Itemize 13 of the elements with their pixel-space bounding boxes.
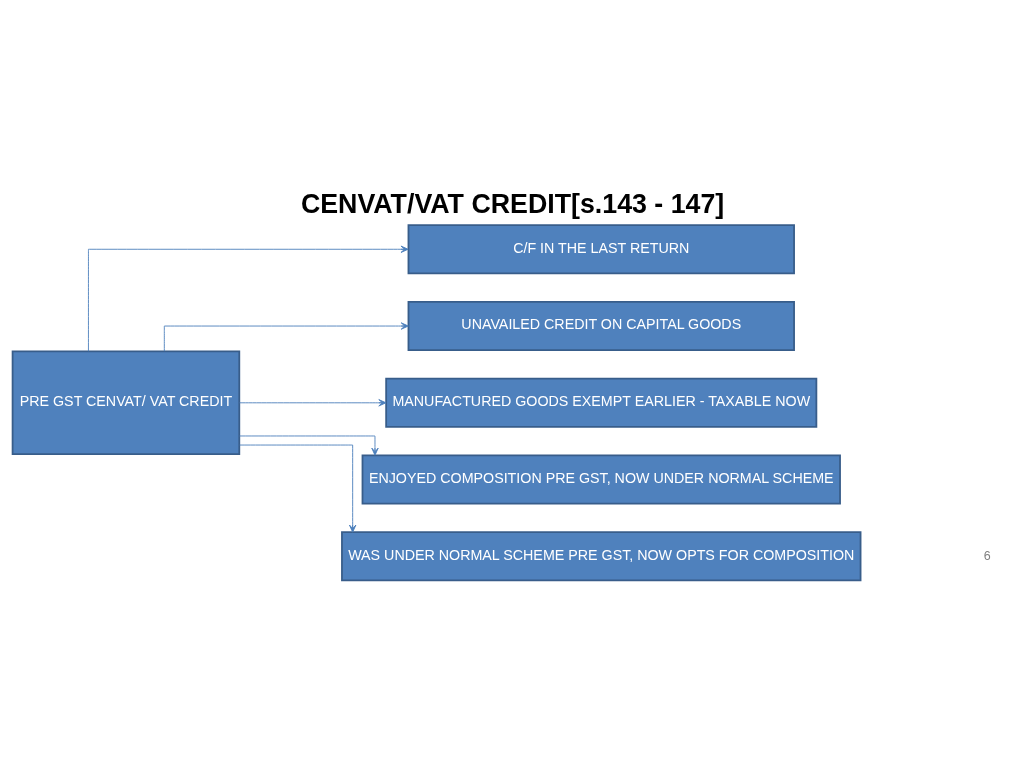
label: 6 <box>983 548 991 563</box>
node-box: UNAVAILED CREDIT ON CAPITAL GOODS <box>407 300 795 351</box>
diagram-title: CENVAT/VAT CREDIT[s.143 - 147] <box>300 188 725 219</box>
node-box: WAS UNDER NORMAL SCHEME PRE GST, NOW OPTS FOR COMPOSITION <box>341 530 862 581</box>
node-box: ENJOYED COMPOSITION PRE GST, NOW UNDER NORMAL SCHEME <box>361 454 841 505</box>
node-box: C/F IN THE LAST RETURN <box>407 223 795 274</box>
arrow <box>239 444 357 533</box>
node-box: PRE GST CENVAT/ VAT CREDIT <box>11 350 241 455</box>
arrow <box>163 321 409 352</box>
arrow <box>239 435 379 456</box>
arrow <box>239 398 387 406</box>
node-box: MANUFACTURED GOODS EXEMPT EARLIER - TAXABLE NOW <box>385 377 818 428</box>
arrow <box>88 245 409 352</box>
